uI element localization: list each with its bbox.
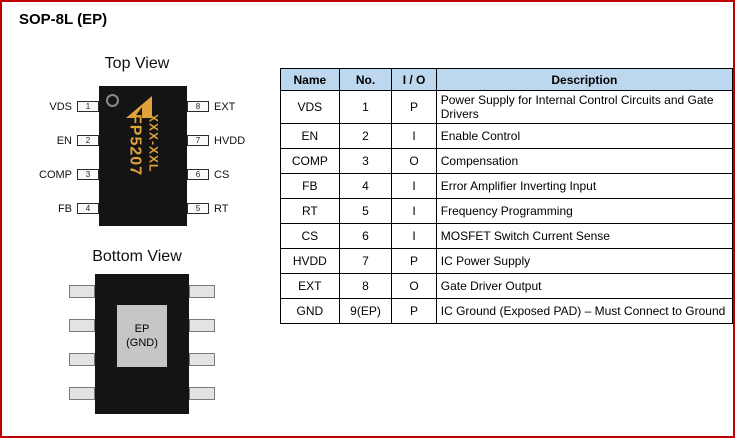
- pin-number-box: 6: [187, 169, 209, 180]
- pin-io-cell: P: [391, 90, 437, 124]
- table-row: HVDD 7 P IC Power Supply: [280, 248, 734, 274]
- pin-name-label: EXT: [214, 100, 236, 113]
- pin-io-cell: P: [391, 298, 437, 324]
- pin-name-cell: EN: [280, 123, 340, 149]
- pin-description-table: Name No. I / O Description VDS 1 P Power…: [280, 68, 734, 324]
- pin-name-label: FB: [57, 202, 72, 215]
- pin-stub: [69, 353, 95, 366]
- pin-row-1: VDS 1: [10, 100, 99, 113]
- pin-description-cell: Error Amplifier Inverting Input: [435, 173, 734, 199]
- pin-number-box: 3: [77, 169, 99, 180]
- pin-name-label: COMP: [39, 168, 72, 181]
- table-row: EN 2 I Enable Control: [280, 123, 734, 149]
- pin-number-box: 2: [77, 135, 99, 146]
- pin-number-cell: 1: [338, 90, 393, 124]
- pin-name-cell: VDS: [280, 90, 340, 124]
- pin-name-cell: FB: [280, 173, 340, 199]
- pin-1-indicator-icon: [106, 94, 119, 107]
- pin-name-label: RT: [214, 202, 229, 215]
- pin-name-label: EN: [56, 134, 72, 147]
- table-header-row: Name No. I / O Description: [280, 68, 734, 91]
- pin-number-box: 1: [77, 101, 99, 112]
- pin-description-cell: Enable Control: [435, 123, 734, 149]
- pin-description-cell: Gate Driver Output: [435, 273, 734, 299]
- pin-row-5: 5 RT: [187, 202, 279, 215]
- pin-number-cell: 8: [338, 273, 393, 299]
- table-row: CS 6 I MOSFET Switch Current Sense: [280, 223, 734, 249]
- table-row: COMP 3 O Compensation: [280, 148, 734, 174]
- pin-name-label: CS: [214, 168, 230, 181]
- bottom-view-label: Bottom View: [92, 248, 182, 265]
- pin-description-cell: MOSFET Switch Current Sense: [435, 223, 734, 249]
- pin-stub: [189, 387, 215, 400]
- pin-name-label: HVDD: [214, 134, 246, 147]
- pin-description-cell: IC Power Supply: [435, 248, 734, 274]
- pin-row-4: FB 4: [10, 202, 99, 215]
- pin-description-cell: Frequency Programming: [435, 198, 734, 224]
- pin-io-cell: O: [391, 273, 437, 299]
- pin-row-6: 6 CS: [187, 168, 279, 181]
- pin-number-box: 7: [187, 135, 209, 146]
- pin-stub: [69, 319, 95, 332]
- pin-stub: [69, 387, 95, 400]
- pin-name-cell: EXT: [280, 273, 340, 299]
- table-header-io: I / O: [391, 68, 437, 91]
- vendor-logo-icon: [126, 96, 152, 118]
- table-row: RT 5 I Frequency Programming: [280, 198, 734, 224]
- pin-stub: [69, 285, 95, 298]
- pin-name-cell: HVDD: [280, 248, 340, 274]
- pin-io-cell: O: [391, 148, 437, 174]
- pin-io-cell: I: [391, 173, 437, 199]
- pin-number-cell: 5: [338, 198, 393, 224]
- pin-name-label: VDS: [49, 100, 72, 113]
- pin-number-cell: 7: [338, 248, 393, 274]
- pin-number-cell: 9(EP): [338, 298, 393, 324]
- pin-number-box: 5: [187, 203, 209, 214]
- pin-description-cell: Compensation: [435, 148, 734, 174]
- pin-stub: [189, 285, 215, 298]
- chip-marking-lot-code: XXX-XXL: [146, 114, 161, 173]
- pin-io-cell: I: [391, 223, 437, 249]
- page-title: SOP-8L (EP): [19, 11, 108, 28]
- table-row: EXT 8 O Gate Driver Output: [280, 273, 734, 299]
- pin-name-cell: GND: [280, 298, 340, 324]
- pin-number-cell: 2: [338, 123, 393, 149]
- table-row: GND 9(EP) P IC Ground (Exposed PAD) – Mu…: [280, 298, 734, 324]
- table-header-description: Description: [435, 68, 734, 91]
- pin-number-cell: 4: [338, 173, 393, 199]
- pin-number-cell: 3: [338, 148, 393, 174]
- pin-stub: [189, 319, 215, 332]
- pin-io-cell: I: [391, 198, 437, 224]
- table-header-number: No.: [338, 68, 393, 91]
- pin-row-7: 7 HVDD: [187, 134, 279, 147]
- pin-description-cell: Power Supply for Internal Control Circui…: [435, 90, 734, 124]
- pin-row-3: COMP 3: [10, 168, 99, 181]
- pin-stub: [189, 353, 215, 366]
- table-header-name: Name: [280, 68, 340, 91]
- chip-package-top-view: FP5207 XXX-XXL: [99, 86, 187, 226]
- pin-row-8: 8 EXT: [187, 100, 279, 113]
- exposed-pad-label: EP: [134, 322, 150, 335]
- pin-row-2: EN 2: [10, 134, 99, 147]
- pin-number-cell: 6: [338, 223, 393, 249]
- pin-name-cell: CS: [280, 223, 340, 249]
- top-view-label: Top View: [104, 55, 170, 72]
- exposed-pad: EP (GND): [117, 305, 167, 367]
- chip-marking: FP5207 XXX-XXL: [126, 114, 161, 176]
- table-row: VDS 1 P Power Supply for Internal Contro…: [280, 90, 734, 124]
- pin-name-cell: COMP: [280, 148, 340, 174]
- chip-marking-part-number: FP5207: [126, 114, 144, 177]
- pin-description-cell: IC Ground (Exposed PAD) – Must Connect t…: [435, 298, 734, 324]
- exposed-pad-net-label: (GND): [126, 337, 158, 349]
- pin-io-cell: I: [391, 123, 437, 149]
- pin-number-box: 4: [77, 203, 99, 214]
- table-row: FB 4 I Error Amplifier Inverting Input: [280, 173, 734, 199]
- pin-io-cell: P: [391, 248, 437, 274]
- pin-number-box: 8: [187, 101, 209, 112]
- pin-name-cell: RT: [280, 198, 340, 224]
